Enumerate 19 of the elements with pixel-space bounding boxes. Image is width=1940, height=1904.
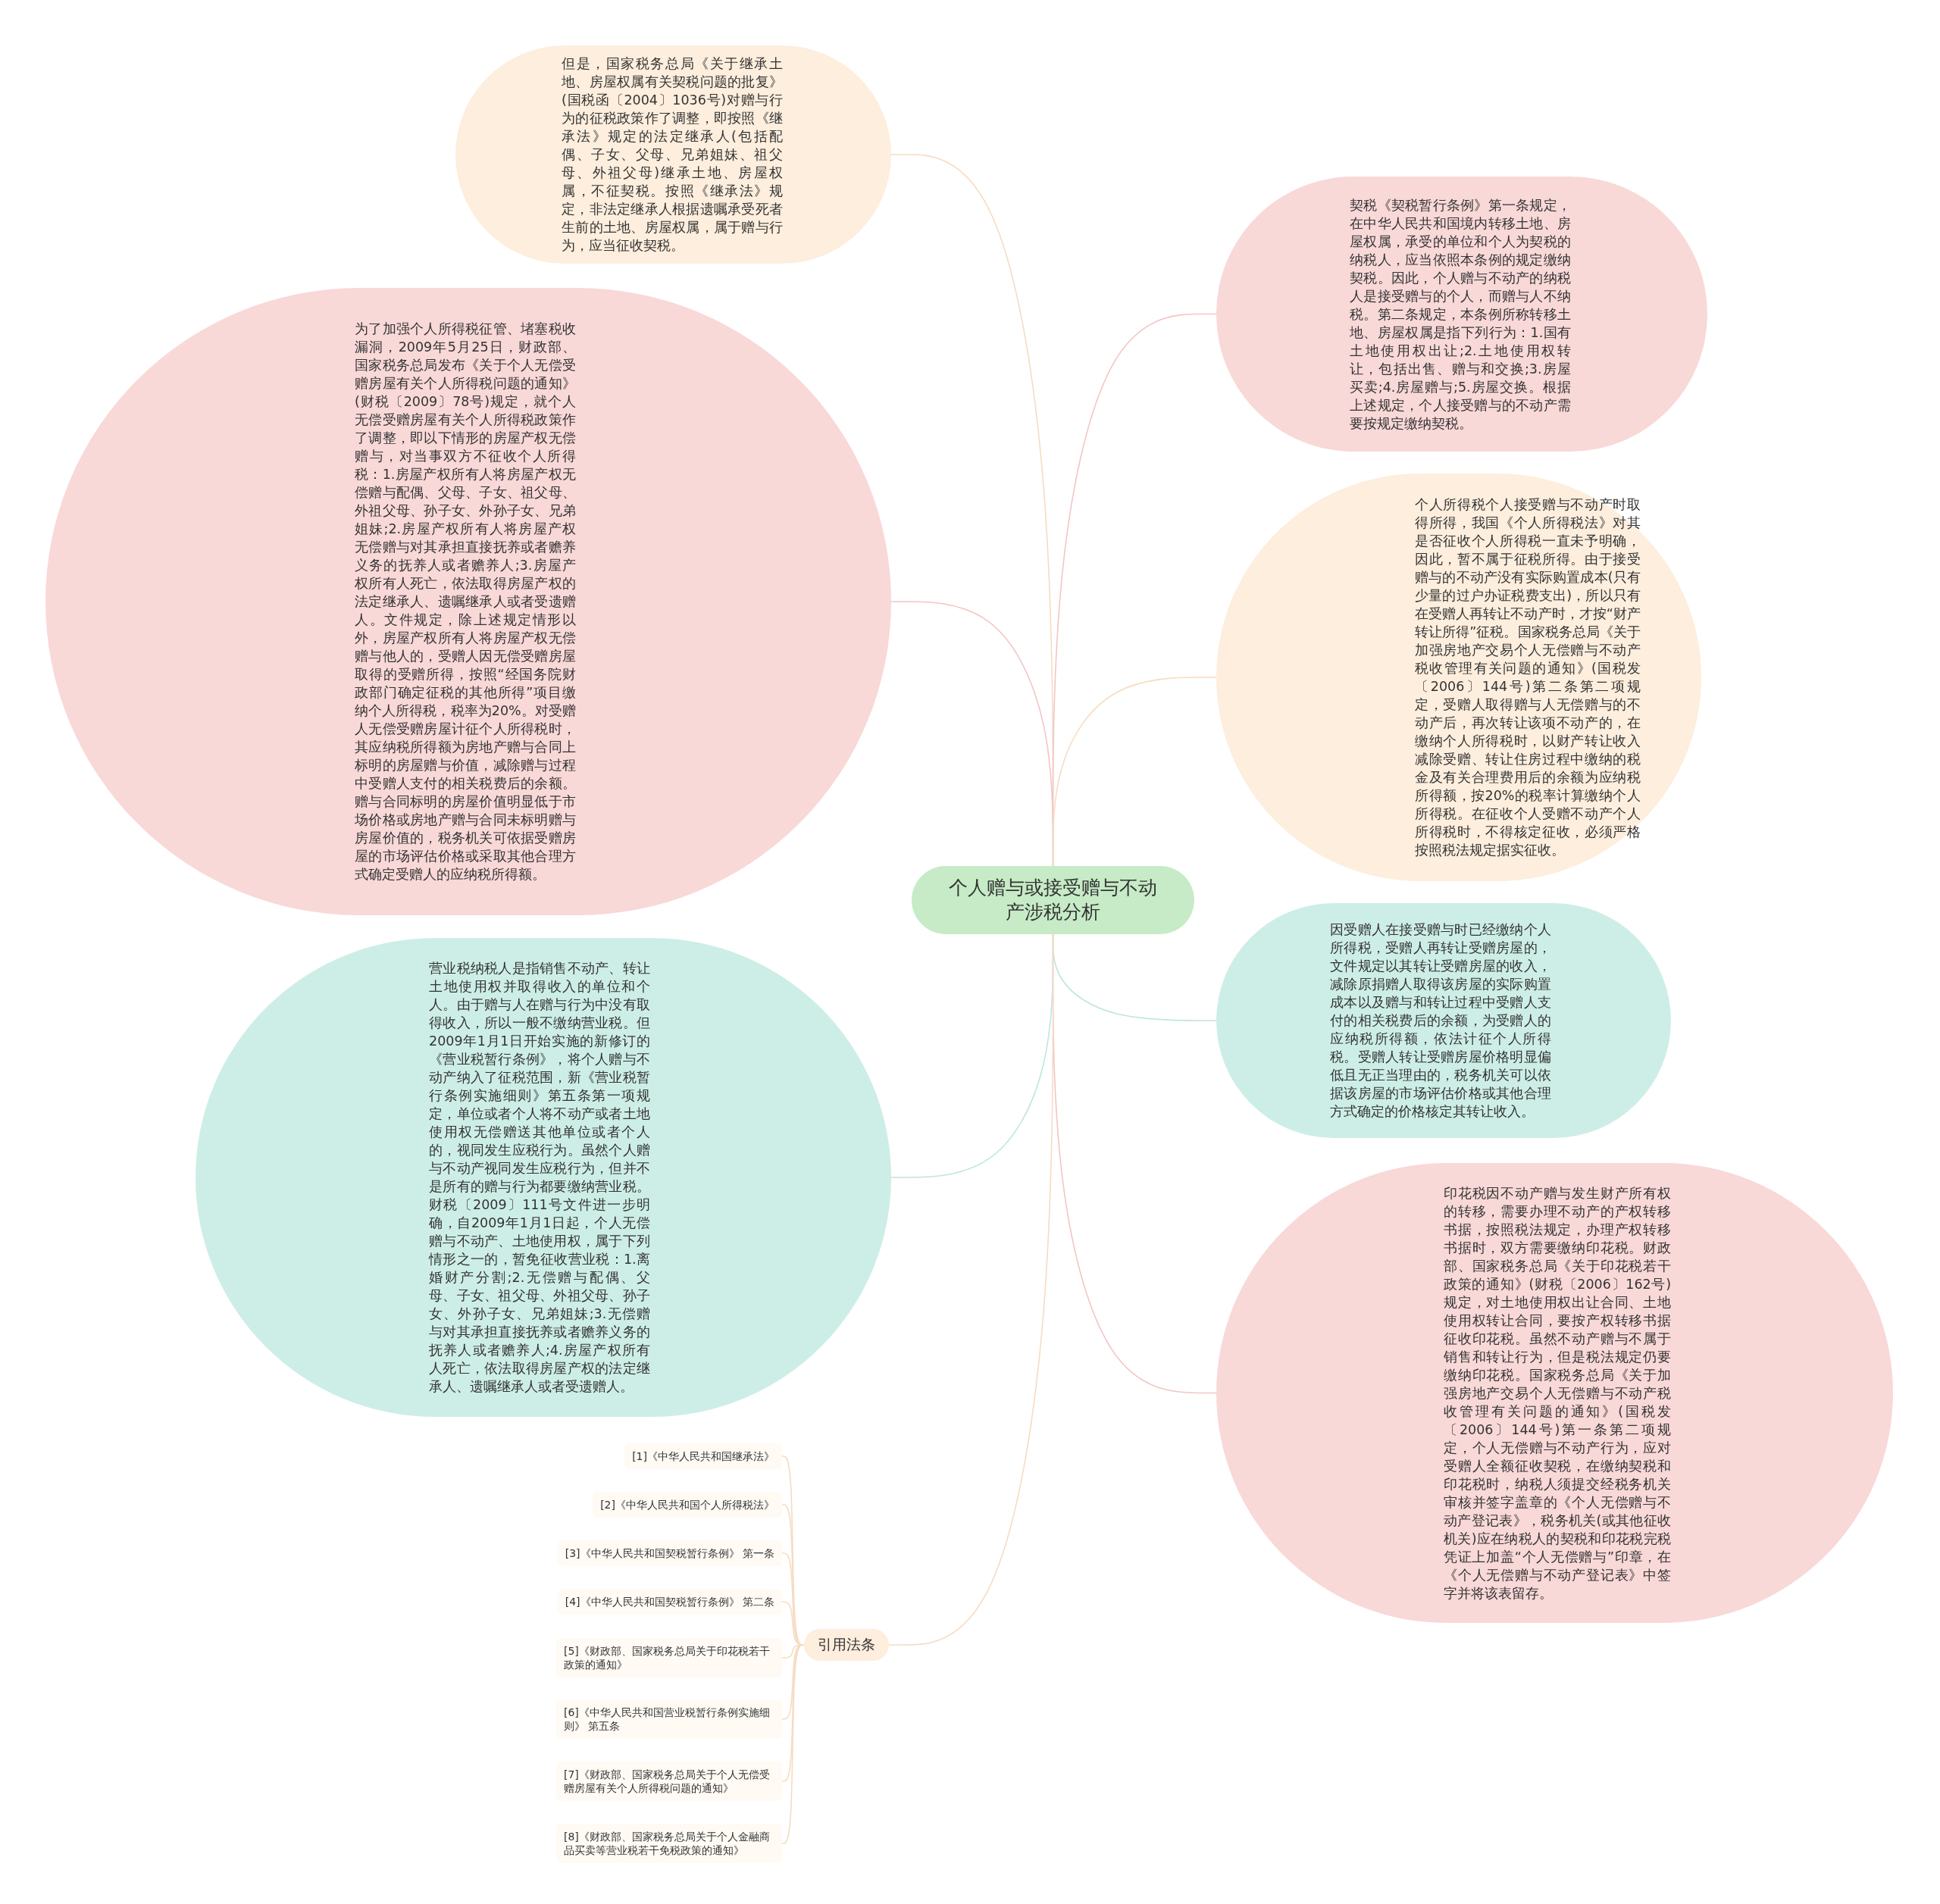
reference-item: [5]《财政部、国家税务总局关于印花税若干政策的通知》 — [556, 1638, 782, 1677]
reference-item: [6]《中华人民共和国营业税暂行条例实施细则》 第五条 — [556, 1699, 782, 1739]
connector-line — [888, 933, 1054, 1646]
paragraph-text: 契税《契税暂行条例》第一条规定，在中华人民共和国境内转移土地、房屋权属，承受的单位和个人为契税的纳税人，应当依照本条例的规定缴纳契税。因此，个人赠与不动产的纳税人是接受赠与的个人，而赠与人不纳税。第二条规定，本条例所称转移土地、房屋权属是指下列行为：1.国有土地使用权出让;2.土地使用权转让，包括出售、赠与和交换;3.房屋买卖;4.房屋赠与;5.房屋交换。根据上述规定，个人接受赠与的不动产需要按规定缴纳契税。 — [1350, 196, 1571, 433]
paragraph-text: 个人所得税个人接受赠与不动产时取得所得，我国《个人所得税法》对其是否征收个人所得税一直未予明确，因此，暂不属于征税所得。由于接受赠与的不动产没有实际购置成本(只有少量的过户办证税费支出)，所以只有在受赠人再转让不动产时，才按“财产转让所得”征税。国家税务总局《关于加强房地产交易个人无偿赠与不动产税收管理有关问题的通知》(国税发〔2006〕144号)第二条第二项规定，受赠人取得赠与人无偿赠与的不动产后，再次转让该项不动产的，在缴纳个人所得税时，以财产转让收入减除受赠、转让住房过程中缴纳的税金及有关合理费用后的余额为应纳税所得额，按20%的税率计算缴纳个人所得税。在征收个人受赠不动产个人所得税时，不得核定征收，必须严格按照税法规定据实征收。 — [1415, 496, 1641, 859]
connector-line — [1052, 677, 1217, 867]
reference-item: [2]《中华人民共和国个人所得税法》 — [593, 1492, 782, 1518]
reference-heading: 引用法条 — [804, 1629, 889, 1661]
paragraph-text: 印花税因不动产赠与发生财产所有权的转移，需要办理不动产的产权转移书据，按照税法规定，办理产权转移书据时，双方需要缴纳印花税。财政部、国家税务总局《关于印花税若干政策的通知》(财税〔2006〕162号)规定，对土地使用权出让合同、土地使用权转让合同，要按产权转移书据征收印花税。虽然不动产赠与不属于销售和转让行为，但是税法规定仍要缴纳印花税。国家税务总局《关于加强房地产交易个人无偿赠与不动产税收管理有关问题的通知》(国税发〔2006〕144号)第一条第二项规定，个人无偿赠与不动产行为，应对受赠人全额征收契税，在缴纳契税和印花税时，纳税人须提交经税务机关审核并签字盖章的《个人无偿赠与不动产登记表》，税务机关(或其他征收机关)应在纳税人的契税和印花税完税凭证上加盖“个人无偿赠与”印章，在《个人无偿赠与不动产登记表》中签字并将该表留存。 — [1444, 1184, 1671, 1602]
reference-item: [1]《中华人民共和国继承法》 — [624, 1443, 782, 1469]
paragraph-text: 为了加强个人所得税征管、堵塞税收漏洞，2009年5月25日，财政部、国家税务总局发布《关于个人无偿受赠房屋有关个人所得税问题的通知》(财税〔2009〕78号)规定，就个人无偿受赠房屋有关个人所得税政策作了调整，即以下情形的房屋产权无偿赠与，对当事双方不征收个人所得税：1.房屋产权所有人将房屋产权无偿赠与配偶、父母、子女、祖父母、外祖父母、孙子女、外孙子女、兄弟姐妹;2.房屋产权所有人将房屋产权无偿赠与对其承担直接抚养或者赡养义务的抚养人或者赡养人;3.房屋产权所有人死亡，依法取得房屋产权的法定继承人、遗嘱继承人或者受遗赠人。文件规定，除上述规定情形以外，房屋产权所有人将房屋产权无偿赠与他人的，受赠人因无偿受赠房屋取得的受赠所得，按照“经国务院财政部门确定征税的其他所得”项目缴纳个人所得税，税率为20%。对受赠人无偿受赠房屋计征个人所得税时，其应纳税所得额为房地产赠与合同上标明的房屋赠与价值，减除赠与过程中受赠人支付的相关税费后的余额。赠与合同标明的房屋价值明显低于市场价格或房地产赠与合同未标明赠与房屋价值的，税务机关可依据受赠房屋的市场评估价格或采取其他合理方式确定受赠人的应纳税所得额。 — [355, 320, 576, 883]
reference-item: [4]《中华人民共和国契税暂行条例》 第二条 — [557, 1589, 782, 1615]
reference-item: [3]《中华人民共和国契税暂行条例》 第一条 — [557, 1540, 782, 1566]
paragraph-text: 营业税纳税人是指销售不动产、转让土地使用权并取得收入的单位和个人。由于赠与人在赠与行为中没有取得收入，所以一般不缴纳营业税。但2009年1月1日开始实施的新修订的《营业税暂行条例》，将个人赠与不动产纳入了征税范围，新《营业税暂行条例实施细则》第五条第一项规定，单位或者个人将不动产或者土地使用权无偿赠送其他单位或者个人的，视同发生应税行为。虽然个人赠与不动产视同发生应税行为，但并不是所有的赠与行为都要缴纳营业税。财税〔2009〕111号文件进一步明确，自2009年1月1日起，个人无偿赠与不动产、土地使用权，属于下列情形之一的，暂免征收营业税：1.离婚财产分割;2.无偿赠与配偶、父母、子女、祖父母、外祖父母、孙子女、外孙子女、兄弟姐妹;3.无偿赠与对其承担直接抚养或者赡养义务的抚养人或者赡养人;4.房屋产权所有人死亡，依法取得房屋产权的法定继承人、遗嘱继承人或者受遗赠人。 — [429, 960, 650, 1396]
reference-item: [7]《财政部、国家税务总局关于个人无偿受赠房屋有关个人所得税问题的通知》 — [556, 1762, 782, 1801]
central-topic: 个人赠与或接受赠与不动产涉税分析 — [912, 866, 1194, 934]
paragraph-text: 因受赠人在接受赠与时已经缴纳个人所得税，受赠人再转让受赠房屋的，文件规定以其转让受赠房屋的收入，减除原捐赠人取得该房屋的实际购置成本以及赠与和转让过程中受赠人支付的相关税费后的余额，为受赠人的应纳税所得额，依法计征个人所得税。受赠人转让受赠房屋价格明显偏低且无正当理由的，税务机关可以依据该房屋的市场评估价格或其他合理方式确定的价格核定其转让收入。 — [1330, 921, 1551, 1121]
paragraph-text: 但是，国家税务总局《关于继承土地、房屋权属有关契税问题的批复》(国税函〔2004〕1036号)对赠与行为的征税政策作了调整，即按照《继承法》规定的法定继承人(包括配偶、子女、父母、兄弟姐妹、祖父母、外祖父母)继承土地、房屋权属，不征契税。按照《继承法》规定，非法定继承人根据遗嘱承受死者生前的土地、房屋权属，属于赠与行为，应当征收契税。 — [562, 55, 783, 255]
reference-item: [8]《财政部、国家税务总局关于个人金融商品买卖等营业税若干免税政策的通知》 — [556, 1824, 782, 1863]
